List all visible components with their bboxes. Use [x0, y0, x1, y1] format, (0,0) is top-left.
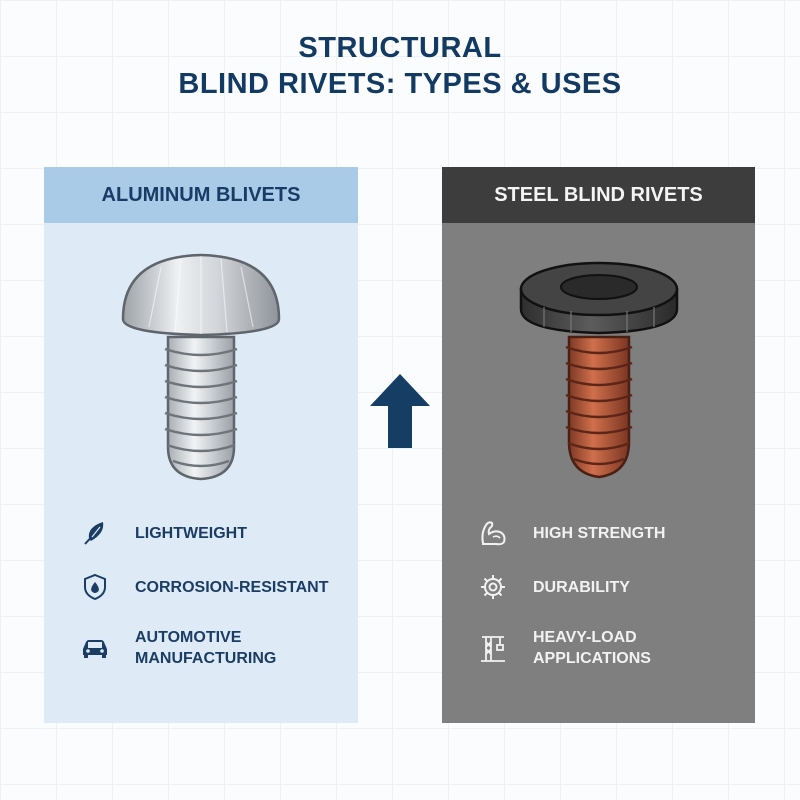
feather-icon: [80, 518, 110, 548]
crane-icon: [478, 633, 508, 663]
aluminum-panel-header: ALUMINUM BLIVETS: [44, 167, 358, 223]
aluminum-panel: ALUMINUM BLIVETS: [44, 167, 358, 723]
steel-rivet-icon: [519, 261, 678, 479]
car-icon: [80, 633, 110, 663]
title-line-2: BLIND RIVETS: TYPES & USES: [178, 68, 622, 100]
feature-corrosion-resistant: CORROSION-RESISTANT: [80, 572, 328, 602]
feature-label: AUTOMOTIVE MANUFACTURING: [135, 629, 277, 667]
feature-heavy-load-applications: HEAVY-LOAD APPLICATIONS: [478, 627, 733, 669]
aluminum-rivet-icon: [121, 253, 281, 481]
title-line-1: STRUCTURAL: [298, 32, 502, 64]
feature-label: HIGH STRENGTH: [533, 524, 666, 542]
flexed-arm-icon: [478, 518, 508, 548]
feature-label: HEAVY-LOAD APPLICATIONS: [533, 629, 651, 667]
feature-label: DURABILITY: [533, 578, 630, 596]
feature-label: CORROSION-RESISTANT: [135, 578, 329, 596]
up-arrow-icon: [368, 372, 432, 450]
feature-durability: DURABILITY: [478, 572, 630, 602]
feature-automotive-manufacturing: AUTOMOTIVE MANUFACTURING: [80, 627, 335, 669]
feature-high-strength: HIGH STRENGTH: [478, 518, 665, 548]
aluminum-rivet-illustration: [44, 237, 358, 497]
page-title: STRUCTURAL BLIND RIVETS: TYPES & USES: [0, 30, 800, 102]
feature-lightweight: LIGHTWEIGHT: [80, 518, 247, 548]
shield-drop-icon: [80, 572, 110, 602]
steel-rivet-illustration: [442, 237, 755, 497]
feature-label: LIGHTWEIGHT: [135, 524, 247, 542]
steel-panel: STEEL BLIND RIVETS: [442, 167, 755, 723]
steel-panel-header: STEEL BLIND RIVETS: [442, 167, 755, 223]
gear-icon: [478, 572, 508, 602]
